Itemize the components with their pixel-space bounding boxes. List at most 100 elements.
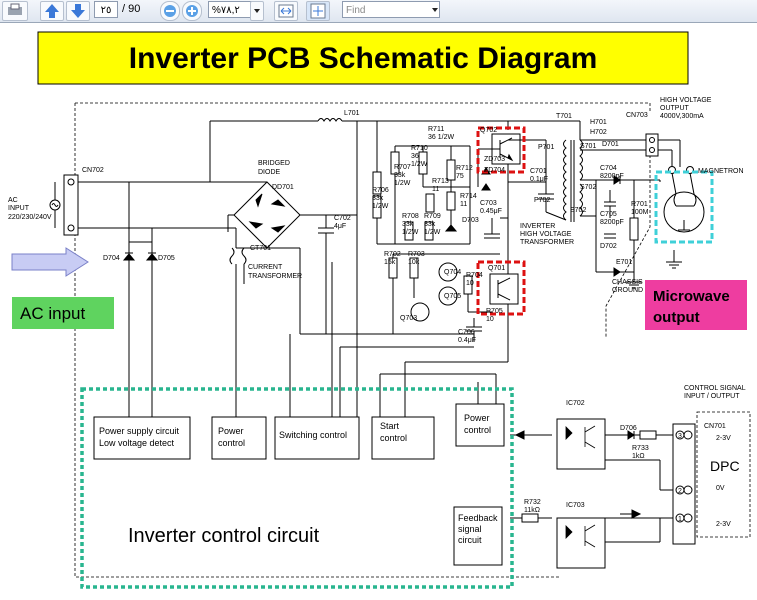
find-dropdown-icon[interactable] [430, 1, 440, 19]
inv-label-2: HIGH VOLTAGE [520, 231, 572, 238]
r706-label-3: 1/2W [372, 203, 389, 210]
d702-label: D702 [600, 243, 617, 250]
wiring [49, 118, 705, 569]
r713-label-1: R713 [432, 178, 449, 185]
r707-label-2: 33k [394, 172, 406, 179]
print-icon[interactable] [2, 1, 28, 21]
chassis-label-2: GROUND [612, 287, 643, 294]
cn702-label: CN702 [82, 167, 104, 174]
power-control-b-text-2: control [464, 425, 491, 435]
c703-label-1: C703 [480, 200, 497, 207]
hv-label-3: 4000V,300mA [660, 113, 704, 120]
hv-label-2: OUTPUT [660, 105, 690, 112]
r708-label-2: 33k [402, 221, 414, 228]
r732-label-2: 11kΩ [524, 507, 540, 514]
t701-label: T701 [556, 113, 572, 120]
r732-label-1: R732 [524, 499, 541, 506]
l701-label: L701 [344, 110, 360, 117]
control-circuit-highlight [80, 387, 514, 589]
page-number-input[interactable]: ٢٥ [94, 1, 118, 18]
h701-label: H701 [590, 119, 607, 126]
q705-label: Q705 [444, 293, 461, 300]
pin1-number: 1 [678, 516, 682, 523]
d703-label: D703 [462, 217, 479, 224]
r704-label-2: 10 [466, 280, 474, 287]
r705-label-1: R705 [486, 308, 503, 315]
control-signal-label-2: INPUT / OUTPUT [684, 393, 740, 400]
zoom-out-icon[interactable] [160, 1, 180, 21]
c706-label-2: 0.4μF [458, 337, 476, 344]
inverter-schematic: Inverter PCB Schematic Diagram [8, 31, 751, 589]
r707-label-1: R707 [394, 164, 411, 171]
start-control-block [371, 416, 435, 460]
optocouplers [565, 425, 596, 548]
microwave-output-label-2: output [653, 309, 700, 326]
feedback-text-2: signal [458, 524, 482, 534]
microwave-output-label-1: Microwave [653, 288, 730, 305]
ic702-label: IC702 [566, 400, 585, 407]
hv-label-1: HIGH VOLTAGE [660, 97, 712, 104]
next-page-icon[interactable] [66, 1, 90, 21]
r709-label-1: R709 [424, 213, 441, 220]
r709-label-2: 33k [424, 221, 436, 228]
c702-label-1: C702 [334, 215, 351, 222]
r704-label-1: R704 [466, 272, 483, 279]
c705-label-1: C705 [600, 211, 617, 218]
dpc-label: DPC [710, 458, 740, 474]
r712-label-1: R712 [456, 165, 473, 172]
power-control-block [211, 416, 267, 460]
find-input[interactable]: Find [342, 1, 440, 18]
ac-input-arrow [11, 247, 89, 277]
pdf-toolbar: ٢٥ / 90 %٧٨,٢ Find [0, 0, 757, 23]
power-supply-block [93, 416, 191, 460]
h702-label: H702 [590, 129, 607, 136]
pin2-number: 2 [678, 488, 682, 495]
d705-label: D705 [158, 255, 175, 262]
dd701-label: DD701 [272, 184, 294, 191]
zoom-select[interactable]: %٧٨,٢ [208, 1, 252, 18]
d704-label: D704 [103, 255, 120, 262]
d706-label: D706 [620, 425, 637, 432]
s701-label: S701 [580, 143, 596, 150]
r706-label-2: 33k [372, 195, 384, 202]
r709-label-3: 1/2W [424, 229, 441, 236]
r706-label-1: R706 [372, 187, 389, 194]
bridged-label-2: DIODE [258, 169, 281, 176]
control-circuit-label: Inverter control circuit [128, 525, 320, 547]
r705-label-2: 10 [486, 316, 494, 323]
r710-label-2: 36 [411, 153, 419, 160]
r710-label-1: R710 [411, 145, 428, 152]
switching-control-text: Switching control [279, 430, 347, 440]
page-title: Inverter PCB Schematic Diagram [129, 42, 598, 75]
chassis-label-1: CHASSIS [612, 279, 643, 286]
microwave-output-callout [645, 280, 747, 330]
control-signal-box [696, 411, 751, 538]
power-supply-text-1: Power supply circuit [99, 426, 180, 436]
r733-label-1: R733 [632, 445, 649, 452]
power-control-b-text-1: Power [464, 413, 490, 423]
c706-label-1: C706 [458, 329, 475, 336]
inv-label-3: TRANSFORMER [520, 239, 574, 246]
power-supply-text-2: Low voltage detect [99, 438, 175, 448]
ac-in-label-1: AC [8, 197, 18, 204]
ic703-label: IC703 [566, 502, 585, 509]
r707-label-3: 1/2W [394, 180, 411, 187]
c701-label-1: C701 [530, 168, 547, 175]
pin3-number: 3 [678, 433, 682, 440]
e701-label: E701 [616, 259, 632, 266]
current-label-2: TRANSFORMER [248, 273, 302, 280]
start-control-text-2: control [380, 433, 407, 443]
control-signal-label-1: CONTROL SIGNAL [684, 385, 746, 392]
pin3-voltage: 2-3V [716, 435, 731, 442]
previous-page-icon[interactable] [40, 1, 64, 21]
fit-width-icon[interactable] [274, 1, 298, 21]
switching-control-block [274, 416, 360, 460]
zoom-dropdown-icon[interactable] [250, 1, 264, 21]
component-labels: CN702 AC INPUT 220/230/240V D704 D705 L7… [8, 97, 746, 528]
zoom-in-icon[interactable] [182, 1, 202, 21]
power-control-block-right [455, 403, 505, 447]
zd704-label: ZD704 [484, 167, 505, 174]
power-control-text-1: Power [218, 426, 244, 436]
e702-label: E702 [570, 207, 586, 214]
fit-page-icon[interactable] [306, 1, 330, 21]
